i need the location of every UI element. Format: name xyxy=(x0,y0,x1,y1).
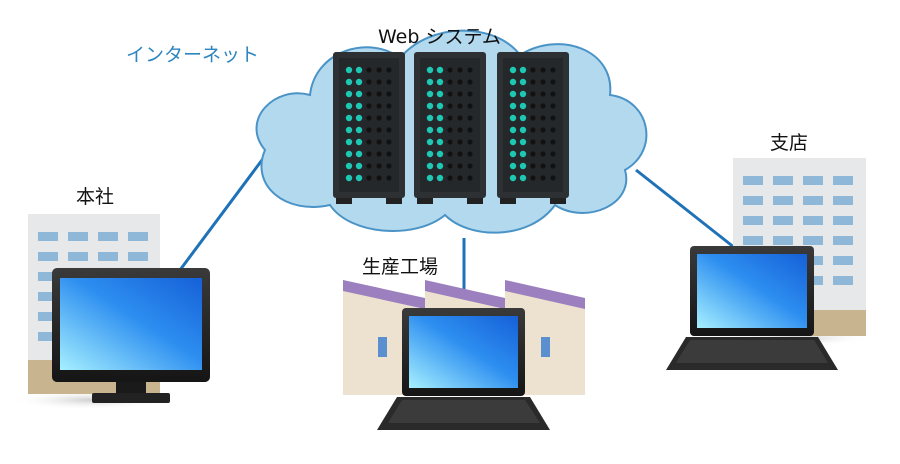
head-office-label: 本社 xyxy=(76,186,115,208)
branch-label: 支店 xyxy=(770,132,809,154)
internet-label: インターネット xyxy=(126,44,260,66)
web-system-label: Web システム xyxy=(378,26,501,48)
laptop-icon xyxy=(666,246,838,370)
laptop-icon xyxy=(377,308,550,430)
server-rack-icon xyxy=(333,52,569,204)
desktop-monitor-icon xyxy=(52,268,210,403)
factory-label: 生産工場 xyxy=(362,256,439,278)
link-branch xyxy=(635,168,736,250)
link-head-office xyxy=(178,151,270,271)
